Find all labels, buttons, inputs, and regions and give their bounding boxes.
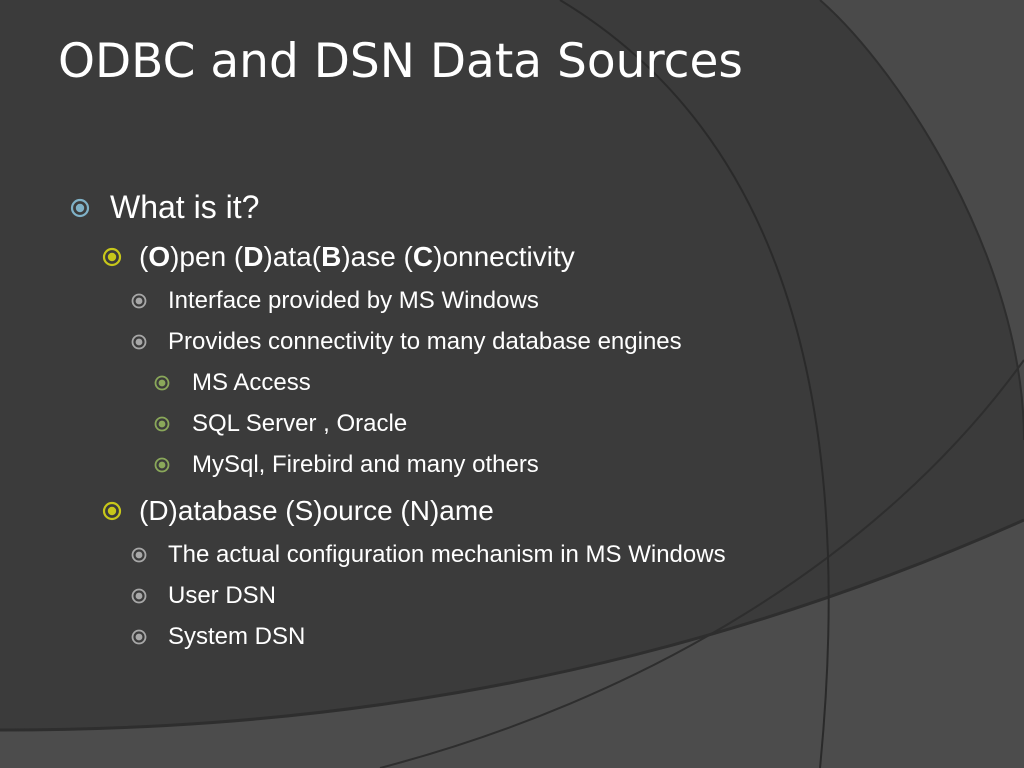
circle-bullet-icon — [154, 457, 170, 473]
circle-bullet-icon — [131, 293, 147, 309]
bullet-ms-access: MS Access — [154, 369, 311, 397]
circle-bullet-icon — [102, 247, 122, 267]
circle-bullet-icon — [131, 629, 147, 645]
bullet-odbc: (O)pen (D)ata(B)ase (C)onnectivity — [102, 241, 575, 273]
bullet-text: MS Access — [192, 369, 311, 396]
bullet-text: MySql, Firebird and many others — [192, 451, 539, 478]
bullet-text: SQL Server , Oracle — [192, 410, 408, 437]
bullet-what-is-it: What is it? — [70, 189, 259, 226]
bullet-interface: Interface provided by MS Windows — [131, 287, 539, 315]
bullet-text: Provides connectivity to many database e… — [168, 328, 682, 355]
bullet-text: User DSN — [168, 582, 277, 609]
bullet-text-odbc: (O)pen (D)ata(B)ase (C)onnectivity — [139, 241, 575, 272]
circle-bullet-icon — [131, 588, 147, 604]
circle-bullet-icon — [131, 547, 147, 563]
bullet-text: System DSN — [168, 623, 306, 650]
circle-bullet-icon — [102, 501, 122, 521]
circle-bullet-icon — [154, 416, 170, 432]
bullet-user-dsn: User DSN — [131, 582, 276, 610]
bullet-text: Interface provided by MS Windows — [168, 287, 539, 314]
bullet-dsn: (D)atabase (S)ource (N)ame — [102, 495, 494, 527]
bullet-provides: Provides connectivity to many database e… — [131, 328, 682, 356]
bullet-sql-server: SQL Server , Oracle — [154, 410, 407, 438]
bullet-text: The actual configuration mechanism in MS… — [168, 541, 726, 568]
bullet-system-dsn: System DSN — [131, 623, 305, 651]
circle-bullet-icon — [131, 334, 147, 350]
circle-bullet-icon — [70, 198, 90, 218]
circle-bullet-icon — [154, 375, 170, 391]
bullet-text: (D)atabase (S)ource (N)ame — [139, 495, 494, 526]
bullet-actual-config: The actual configuration mechanism in MS… — [131, 541, 726, 569]
bullet-mysql: MySql, Firebird and many others — [154, 451, 539, 479]
bullet-text: What is it? — [110, 189, 260, 225]
slide-title: ODBC and DSN Data Sources — [58, 34, 743, 89]
